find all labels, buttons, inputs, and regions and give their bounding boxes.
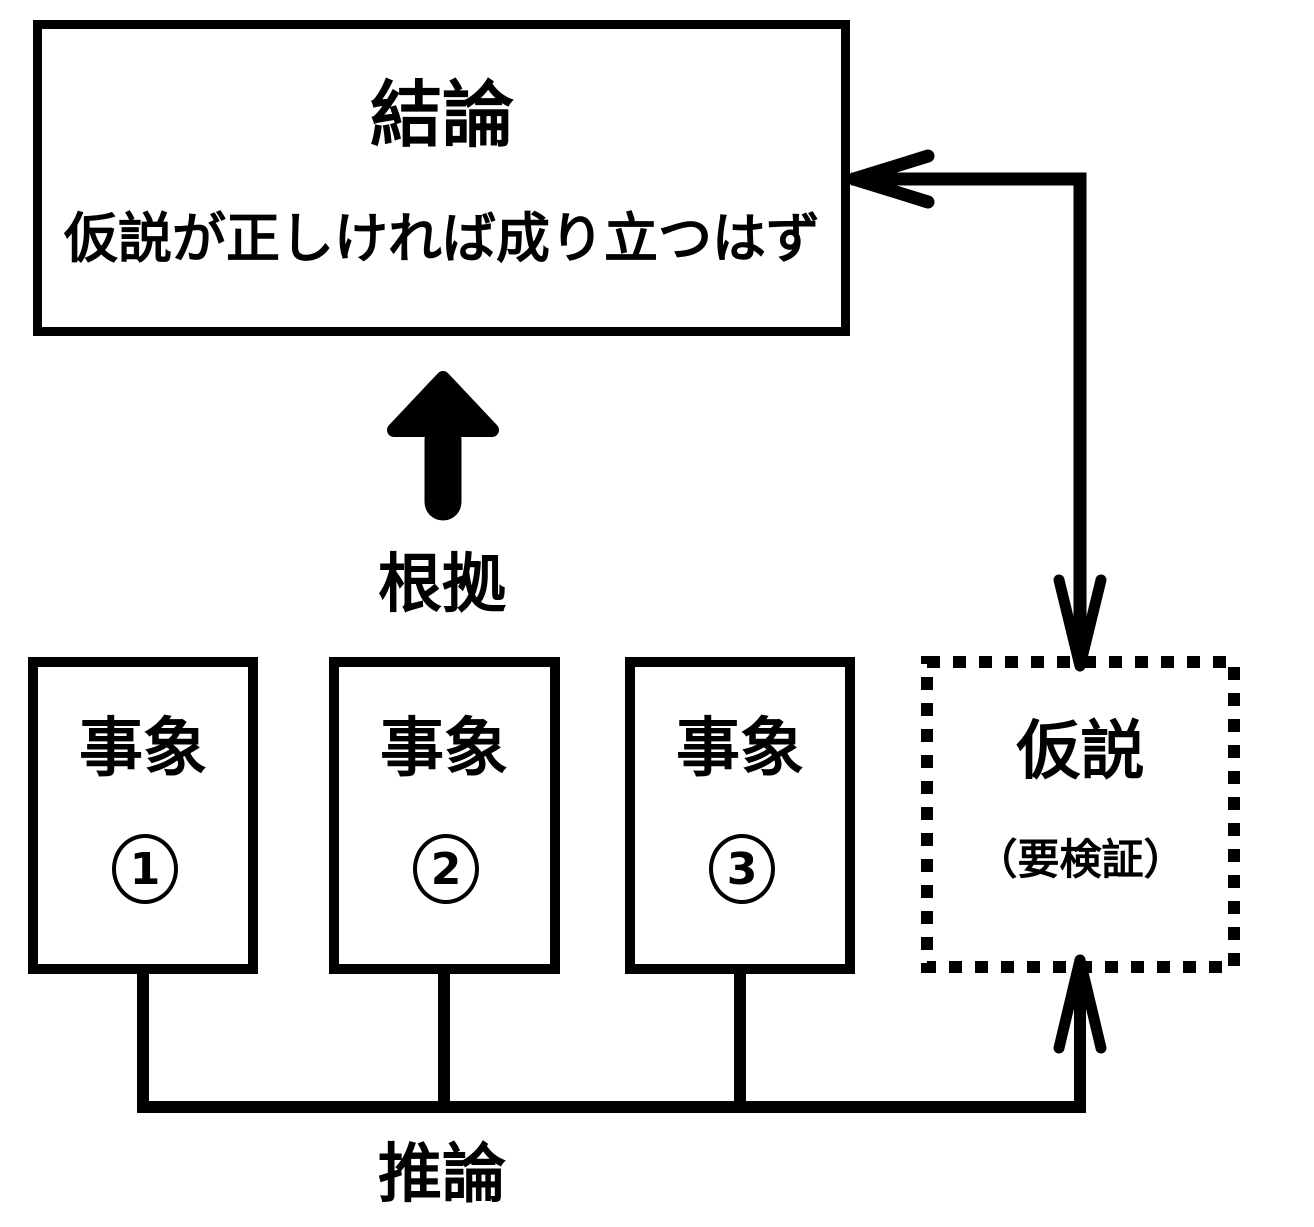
conclusion-subtitle: 仮説が正しければ成り立つはず (64, 207, 820, 270)
event-1-number-badge: 1 (112, 834, 178, 904)
event-2-label: 事象 (380, 712, 508, 786)
hypothesis-title: 仮説 (1016, 715, 1145, 789)
hypothesis-note: （要検証） (975, 835, 1186, 884)
event-2-number: 2 (430, 843, 462, 895)
event-1-box (28, 657, 258, 974)
arrowhead-into-conclusion-icon (847, 149, 935, 209)
arrowhead-into-hypothesis-top-icon (1053, 574, 1107, 672)
event-1-number: 1 (129, 843, 161, 895)
inference-connector (137, 966, 1086, 1113)
conclusion-box (33, 20, 850, 336)
event-3-label: 事象 (676, 712, 804, 786)
grounds-arrow-head-icon (387, 371, 499, 437)
inference-label: 推論 (378, 1138, 506, 1212)
event-1-label: 事象 (79, 712, 207, 786)
event-3-box (625, 657, 855, 974)
arrowhead-into-hypothesis-bottom-icon (1053, 954, 1107, 1054)
event-3-number-badge: 3 (709, 834, 775, 904)
grounds-label: 根拠 (378, 548, 506, 622)
event-2-box (329, 657, 560, 974)
hypothesis-conclusion-connector (851, 172, 1087, 650)
conclusion-title: 結論 (369, 73, 514, 157)
event-2-number-badge: 2 (413, 834, 479, 904)
event-3-number: 3 (726, 843, 758, 895)
hypothesis-box (921, 656, 1240, 973)
